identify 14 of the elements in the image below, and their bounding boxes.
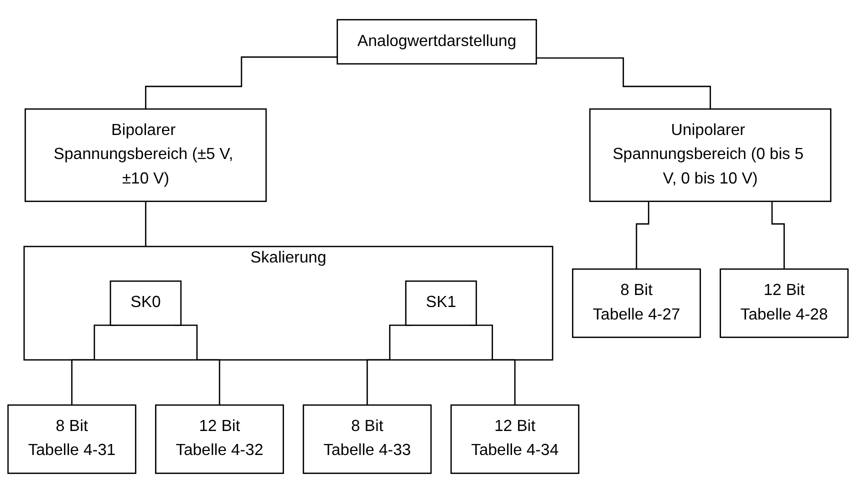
node-box: Analogwertdarstellung bbox=[336, 19, 537, 65]
node-box: 12 Bit Tabelle 4-32 bbox=[155, 404, 284, 474]
node-box: 8 Bit Tabelle 4-33 bbox=[302, 404, 432, 474]
node-box: Unipolarer Spannungsbereich (0 bis 5 V, 0 bis 10 V) bbox=[589, 108, 832, 202]
connector bbox=[145, 200, 146, 248]
node-box: Bipolarer Spannungsbereich (±5 V, ±10 V) bbox=[24, 108, 267, 202]
connector bbox=[145, 56, 338, 110]
node-box: 12 Bit Tabelle 4-28 bbox=[720, 268, 849, 338]
node-box: 8 Bit Tabelle 4-31 bbox=[7, 404, 136, 474]
node-box: 8 Bit Tabelle 4-27 bbox=[572, 268, 701, 338]
node-box: SK0 bbox=[110, 280, 182, 326]
connector bbox=[536, 57, 711, 110]
node-box: SK1 bbox=[405, 280, 477, 326]
node-box: 12 Bit Tabelle 4-34 bbox=[450, 404, 580, 474]
